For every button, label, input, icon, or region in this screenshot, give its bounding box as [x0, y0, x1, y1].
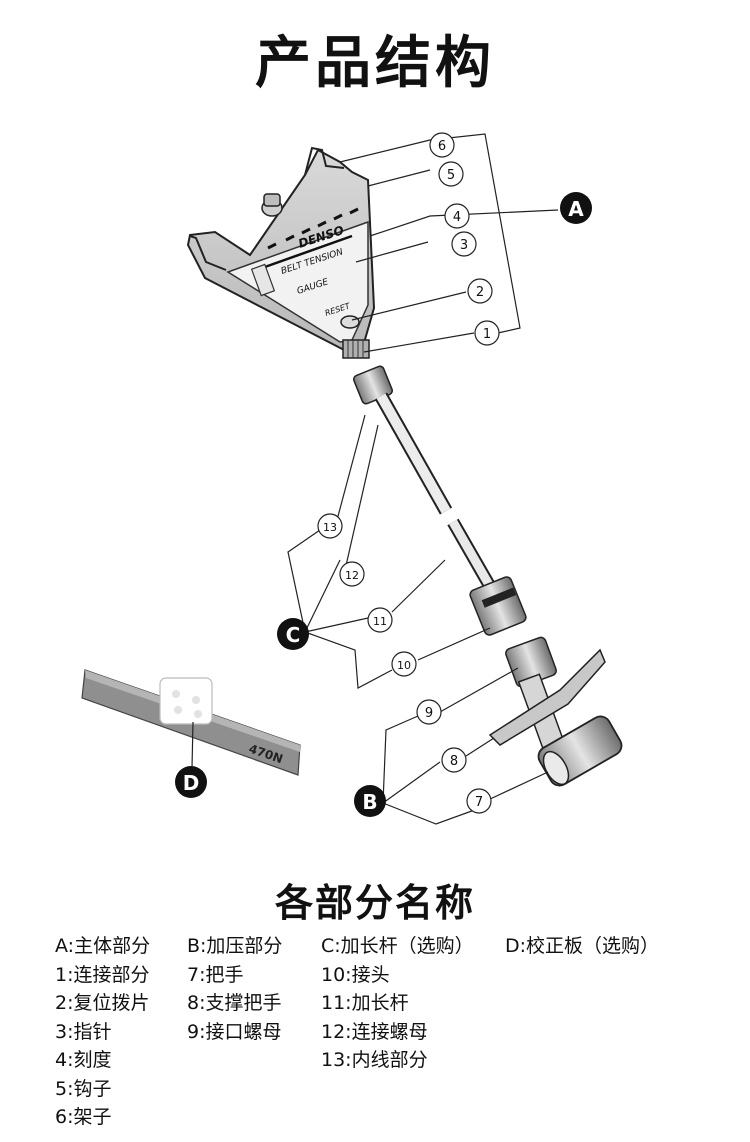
svg-text:11: 11 [373, 615, 387, 628]
callout-12: 12 [339, 561, 365, 587]
legend-item: C:加长杆（选购） [321, 935, 474, 957]
callout-10: 10 [391, 651, 417, 677]
callout-4: 4 [444, 203, 470, 229]
svg-text:6: 6 [438, 139, 446, 154]
callout-3: 3 [451, 231, 477, 257]
calibration-plate [81, 669, 301, 776]
legend-item: 5:钩子 [55, 1077, 112, 1100]
legend-item: 4:刻度 [55, 1049, 112, 1071]
legend-column-d: D:校正板（选购） [505, 932, 659, 961]
legend-item: 8:支撑把手 [187, 992, 282, 1014]
svg-text:13: 13 [323, 521, 337, 534]
callout-7: 7 [466, 788, 492, 814]
svg-text:9: 9 [425, 706, 433, 721]
legend-item: D:校正板（选购） [505, 935, 660, 957]
section-title: 各部分名称 [274, 881, 475, 925]
callout-2: 2 [467, 278, 493, 304]
legend-item: 11:加长杆 [321, 992, 409, 1014]
legend-column-a: A:主体部分 1:连接部分 2:复位拨片 3:指针 4:刻度 5:钩子 6:架子 [55, 932, 150, 1132]
parts-legend: A:主体部分 1:连接部分 2:复位拨片 3:指针 4:刻度 5:钩子 6:架子… [55, 932, 735, 1137]
callout-C: C [277, 618, 309, 650]
page-title: 产品结构 [255, 31, 495, 96]
legend-column-c: C:加长杆（选购） 10:接头 11:加长杆 12:连接螺母 13:内线部分 [321, 932, 474, 1075]
svg-text:C: C [286, 623, 301, 647]
extension-rod [353, 365, 527, 636]
callout-9: 9 [416, 699, 442, 725]
legend-item: 1:连接部分 [55, 963, 150, 986]
gauge-main-body [186, 146, 376, 359]
svg-text:8: 8 [450, 754, 458, 769]
legend-item: B:加压部分 [187, 935, 283, 957]
svg-text:A: A [568, 197, 584, 221]
product-structure-diagram: DENSO BELT TENSION GAUGE RESET 470N [81, 132, 623, 825]
legend-column-b: B:加压部分 7:把手 8:支撑把手 9:接口螺母 [187, 932, 282, 1046]
callout-B: B [354, 785, 386, 817]
legend-item: 12:连接螺母 [321, 1020, 428, 1043]
callout-1: 1 [474, 320, 500, 346]
legend-item: 9:接口螺母 [187, 1020, 282, 1043]
callout-6: 6 [429, 132, 455, 158]
legend-item: 3:指针 [55, 1020, 112, 1043]
legend-item: A:主体部分 [55, 935, 151, 957]
pressing-handle [488, 636, 623, 787]
callout-D: D [175, 766, 207, 798]
svg-text:B: B [362, 790, 377, 814]
legend-item: 6:架子 [55, 1106, 112, 1128]
callout-11: 11 [367, 607, 393, 633]
svg-text:D: D [183, 771, 200, 795]
svg-text:1: 1 [483, 327, 491, 342]
callout-8: 8 [441, 747, 467, 773]
svg-text:3: 3 [460, 238, 468, 253]
svg-text:7: 7 [475, 795, 483, 810]
callout-A: A [560, 192, 592, 224]
leader-lines [191, 133, 559, 825]
legend-item: 13:内线部分 [321, 1049, 428, 1071]
svg-text:4: 4 [453, 210, 461, 225]
legend-item: 7:把手 [187, 963, 244, 986]
legend-item: 2:复位拨片 [55, 992, 150, 1014]
callout-5: 5 [438, 161, 464, 187]
svg-text:12: 12 [345, 569, 359, 582]
svg-text:10: 10 [397, 659, 411, 672]
svg-text:5: 5 [447, 168, 455, 183]
legend-item: 10:接头 [321, 963, 390, 986]
callout-13: 13 [317, 513, 343, 539]
svg-text:2: 2 [476, 285, 484, 300]
